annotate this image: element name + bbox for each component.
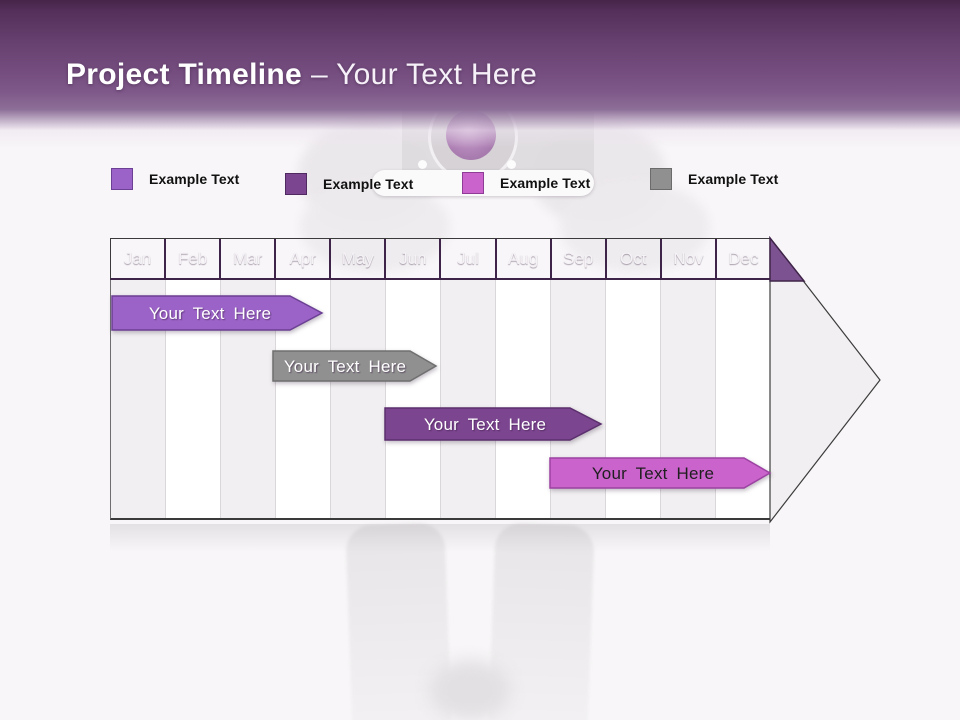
grid-column (495, 280, 550, 518)
grid-column (440, 280, 495, 518)
month-cell-aug: Aug (494, 239, 550, 278)
gantt-bar-label: Your Text Here (284, 357, 406, 376)
grid-column (385, 280, 440, 518)
month-cell-sep: Sep (549, 239, 605, 278)
page-title: Project Timeline – Your Text Here (66, 58, 537, 92)
month-cell-jun: Jun (384, 239, 439, 278)
timeline-arrowhead (769, 236, 881, 524)
legend-label: Example Text (323, 176, 414, 192)
title-subtitle: – Your Text Here (311, 58, 538, 91)
month-header-row: Jan Feb Mar Apr May Jun Jul Aug Sep Oct … (110, 238, 770, 280)
figure-shoulder-right (560, 182, 710, 272)
legend-item-4: Example Text (650, 168, 778, 190)
legend-swatch-gray (650, 168, 672, 190)
gantt-bar-shape (384, 407, 603, 441)
month-cell-may: May (329, 239, 384, 278)
month-cell-oct: Oct (604, 239, 660, 278)
title-bold: Project Timeline (66, 58, 302, 91)
gantt-bar-2: Your Text Here (272, 350, 438, 382)
legend-item-3: Example Text (462, 172, 590, 194)
legend-label: Example Text (500, 175, 591, 191)
gantt-bar-label: Your Text Here (149, 304, 271, 323)
month-cell-feb: Feb (164, 239, 219, 278)
gantt-bar-label: Your Text Here (424, 415, 546, 434)
legend-label: Example Text (688, 171, 779, 187)
month-cell-dec: Dec (714, 239, 770, 278)
camera-dot-right (507, 160, 516, 169)
month-cell-jan: Jan (123, 248, 152, 268)
table-reflection (110, 524, 770, 552)
gantt-bar-shape (549, 457, 772, 489)
month-cell-jul: Jul (439, 239, 494, 278)
legend-item-1: Example Text (111, 168, 239, 190)
camera-dot-left (418, 160, 427, 169)
gantt-bar-3: Your Text Here (384, 407, 603, 441)
gantt-bar-label: Your Text Here (592, 464, 714, 483)
gantt-bar-shape (272, 350, 438, 382)
figure-shoulder-left (300, 182, 450, 272)
gantt-bar-4: Your Text Here (549, 457, 772, 489)
legend-swatch-light-purple (111, 168, 133, 190)
gantt-bar-1: Your Text Here (111, 295, 324, 331)
legend-swatch-orchid (462, 172, 484, 194)
header-band (0, 0, 960, 148)
timeline-arrowhead-header-cap (769, 235, 806, 282)
grid-column (330, 280, 385, 518)
month-cell-mar: Mar (219, 239, 274, 278)
timeline-overlay: Your Text Here Your Text Here Your Text … (111, 235, 881, 524)
legend-swatch-dark-purple (285, 173, 307, 195)
figure-shadow (430, 660, 510, 720)
gantt-bar-shape (111, 295, 324, 331)
month-cell-nov: Nov (659, 239, 715, 278)
legend-item-2: Example Text (285, 173, 413, 195)
month-cell-apr: Apr (274, 239, 329, 278)
legend-label: Example Text (149, 171, 240, 187)
